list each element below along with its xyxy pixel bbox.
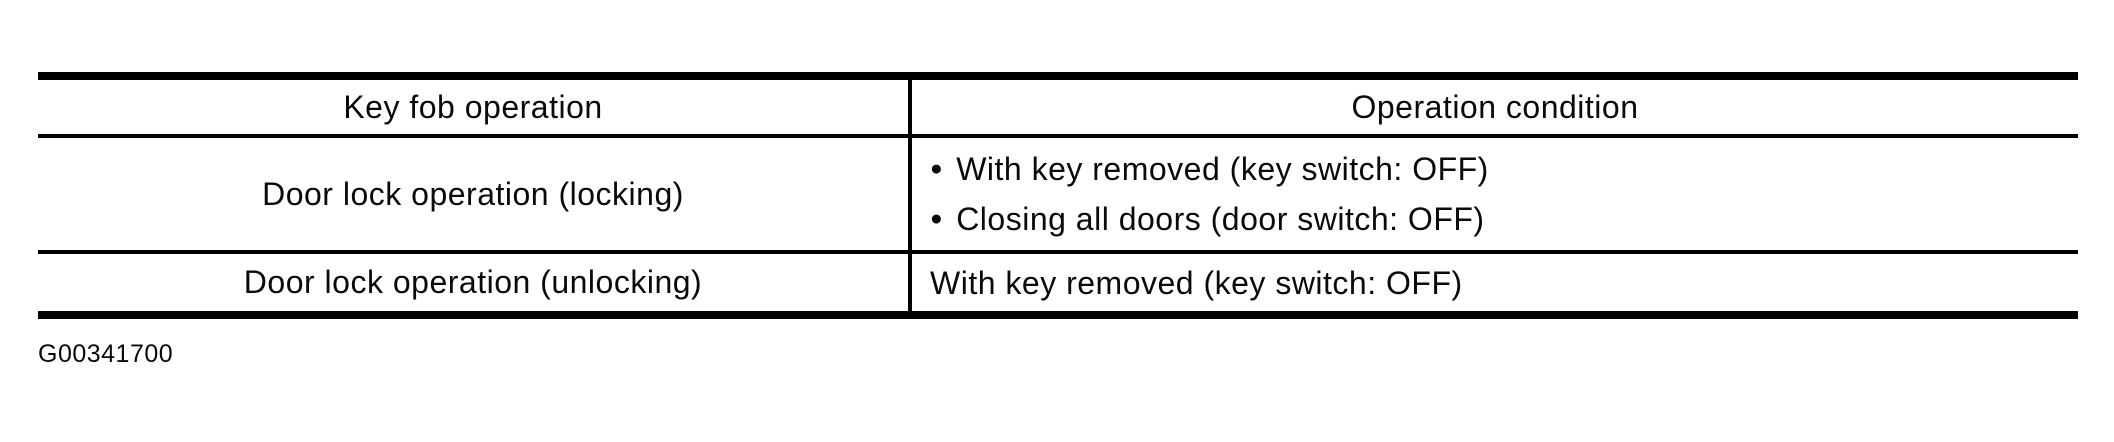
- bullet-icon: ●: [930, 157, 944, 180]
- table-header-row: Key fob operation Operation condition: [38, 76, 2078, 138]
- table-row-unlocking: Door lock operation (unlocking) With key…: [38, 252, 2078, 315]
- condition-cell-locking: ● With key removed (key switch: OFF) ● C…: [908, 136, 2078, 254]
- table-row-locking: Door lock operation (locking) ● With key…: [38, 136, 2078, 254]
- condition-text: With key removed (key switch: OFF): [956, 151, 1489, 187]
- condition-text: With key removed (key switch: OFF): [930, 264, 1463, 301]
- column-header-operation-condition: Operation condition: [908, 76, 2078, 138]
- condition-line: ● With key removed (key switch: OFF): [930, 144, 2078, 194]
- column-header-key-fob-operation: Key fob operation: [38, 76, 910, 138]
- condition-line: ● Closing all doors (door switch: OFF): [930, 194, 2078, 244]
- condition-line: With key removed (key switch: OFF): [930, 258, 2078, 308]
- condition-cell-unlocking: With key removed (key switch: OFF): [908, 252, 2078, 315]
- key-fob-operation-table: Key fob operation Operation condition Do…: [38, 72, 2078, 319]
- operation-cell-unlocking: Door lock operation (unlocking): [243, 264, 703, 300]
- bullet-icon: ●: [930, 207, 944, 230]
- condition-text: Closing all doors (door switch: OFF): [956, 201, 1485, 237]
- figure-code: G00341700: [38, 340, 174, 368]
- operation-cell-locking: Door lock operation (locking): [38, 136, 910, 254]
